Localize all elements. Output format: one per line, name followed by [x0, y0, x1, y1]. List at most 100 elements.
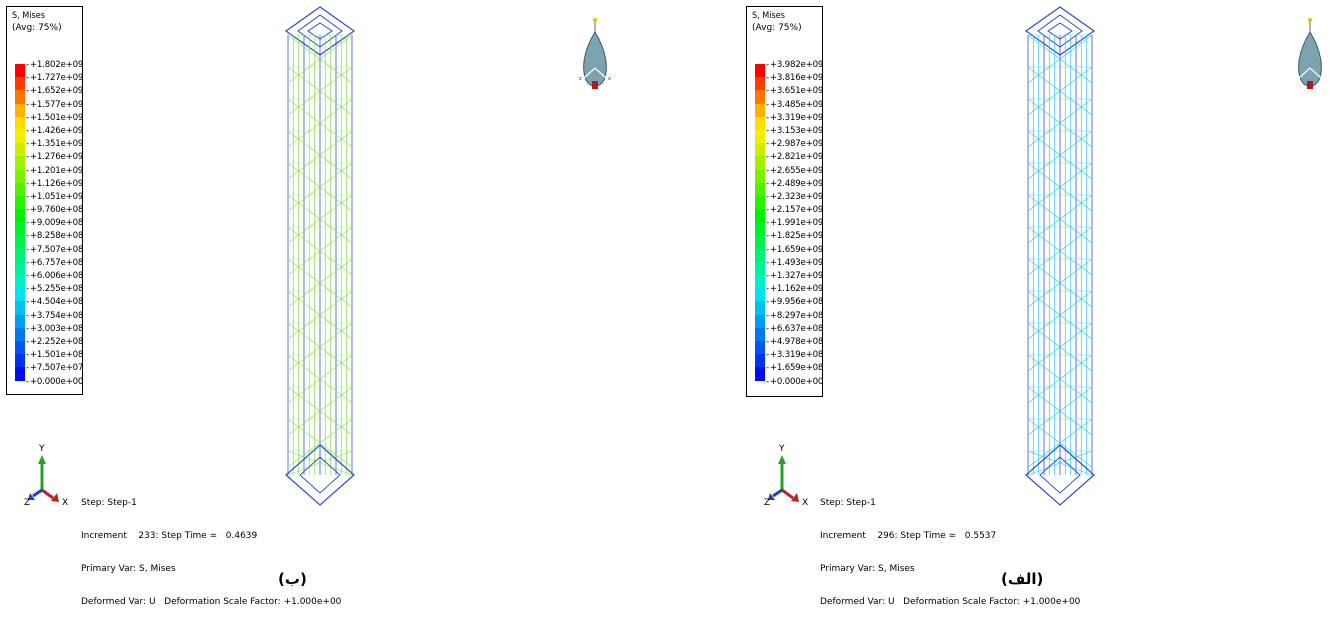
triad-z-label: Z — [764, 498, 771, 508]
color-swatch — [15, 288, 25, 302]
legend-tick: +1.659e+08 — [766, 362, 823, 375]
legend-tick: +1.825e+09 — [766, 230, 823, 243]
panel-alef: S, Mises (Avg: 75%) +3.982e+09+3.816e+09… — [669, 0, 1338, 607]
color-swatch — [15, 169, 25, 183]
legend-tick: +9.956e+08 — [766, 296, 823, 309]
deformed-var-label: Deformed Var: U Deformation Scale Factor… — [81, 597, 342, 607]
color-swatch — [15, 314, 25, 328]
tower-model — [284, 6, 356, 506]
color-swatch — [755, 367, 765, 381]
color-swatch — [755, 64, 765, 78]
legend-tick: +1.802e+09 — [26, 59, 83, 72]
legend-tick: +3.153e+09 — [766, 125, 823, 138]
color-swatch — [755, 314, 765, 328]
color-swatch — [15, 90, 25, 104]
legend-tick: +1.501e+08 — [26, 349, 83, 362]
color-swatch — [15, 77, 25, 91]
legend-tick: +3.982e+09 — [766, 59, 823, 72]
triad-y-label: Y — [779, 444, 785, 454]
legend-tick: +4.978e+08 — [766, 336, 823, 349]
legend-tick: +1.051e+09 — [26, 191, 83, 204]
svg-text:x: x — [608, 76, 611, 82]
step-label: Step: Step-1 — [820, 498, 876, 508]
contour-legend: S, Mises (Avg: 75%) +3.982e+09+3.816e+09… — [746, 6, 823, 397]
legend-subtitle: (Avg: 75%) — [752, 23, 802, 33]
legend-tick: +9.009e+08 — [26, 217, 83, 230]
color-swatch — [755, 301, 765, 315]
legend-tick: +3.754e+08 — [26, 310, 83, 323]
legend-tick: +1.162e+09 — [766, 283, 823, 296]
legend-tick: +1.501e+09 — [26, 112, 83, 125]
contour-legend: S, Mises (Avg: 75%) +1.802e+09+1.727e+09… — [6, 6, 83, 395]
legend-tick: +7.507e+08 — [26, 244, 83, 257]
color-swatch — [755, 182, 765, 196]
color-swatch — [755, 209, 765, 223]
legend-tick: +3.485e+09 — [766, 99, 823, 112]
color-swatch — [755, 169, 765, 183]
primary-var-label: Primary Var: S, Mises — [81, 564, 176, 574]
view-compass-icon[interactable]: z x — [578, 18, 612, 102]
legend-tick: +1.727e+09 — [26, 72, 83, 85]
color-swatch — [15, 301, 25, 315]
legend-tick: +3.816e+09 — [766, 72, 823, 85]
color-swatch — [15, 327, 25, 341]
color-swatch — [15, 222, 25, 236]
figure-caption: (الف) — [1001, 570, 1044, 588]
legend-tick: +3.319e+09 — [766, 112, 823, 125]
color-swatch — [15, 340, 25, 355]
color-swatch — [755, 195, 765, 210]
legend-tick: +4.504e+08 — [26, 296, 83, 309]
legend-tick: +2.157e+09 — [766, 204, 823, 217]
legend-tick: +3.651e+09 — [766, 85, 823, 98]
increment-label: Increment 233: Step Time = 0.4639 — [81, 531, 258, 541]
view-compass-icon[interactable] — [1293, 18, 1327, 102]
color-swatch — [15, 182, 25, 196]
legend-tick: +6.757e+08 — [26, 257, 83, 270]
color-swatch — [15, 129, 25, 144]
color-swatch — [755, 275, 765, 289]
color-swatch — [755, 261, 765, 275]
legend-tick: +7.507e+07 — [26, 362, 83, 375]
triad-y-label: Y — [39, 444, 45, 454]
color-swatch — [755, 77, 765, 91]
legend-tick: +6.006e+08 — [26, 270, 83, 283]
legend-tick: +1.652e+09 — [26, 85, 83, 98]
panel-b: S, Mises (Avg: 75%) +1.802e+09+1.727e+09… — [0, 0, 669, 607]
color-swatch — [15, 248, 25, 262]
color-swatch — [15, 103, 25, 117]
color-swatch — [15, 235, 25, 249]
deformed-var-label: Deformed Var: U Deformation Scale Factor… — [820, 597, 1081, 607]
step-label: Step: Step-1 — [81, 498, 137, 508]
legend-tick: +1.126e+09 — [26, 178, 83, 191]
legend-tick: +1.991e+09 — [766, 217, 823, 230]
triad-x-label: X — [802, 498, 809, 508]
color-swatch — [15, 64, 25, 78]
axis-triad-icon — [768, 455, 799, 502]
legend-tick: +3.319e+08 — [766, 349, 823, 362]
step-info: Step: Step-1 Increment 296: Step Time = … — [820, 476, 1080, 630]
color-swatch — [755, 327, 765, 341]
legend-tick: +1.659e+09 — [766, 244, 823, 257]
legend-tick: +1.426e+09 — [26, 125, 83, 138]
figure-caption: (ب) — [278, 570, 307, 588]
color-swatch — [15, 143, 25, 157]
legend-tick: +2.489e+09 — [766, 178, 823, 191]
legend-title: S, Mises — [12, 11, 45, 21]
legend-tick: +5.255e+08 — [26, 283, 83, 296]
color-swatch — [755, 222, 765, 236]
increment-label: Increment 296: Step Time = 0.5537 — [820, 531, 997, 541]
legend-tick: +2.252e+08 — [26, 336, 83, 349]
color-scale — [15, 64, 25, 381]
legend-tick: +0.000e+00 — [766, 376, 823, 389]
legend-subtitle: (Avg: 75%) — [12, 23, 62, 33]
color-swatch — [755, 129, 765, 144]
legend-tick: +2.987e+09 — [766, 138, 823, 151]
color-swatch — [755, 235, 765, 249]
color-swatch — [15, 209, 25, 223]
color-swatch — [15, 261, 25, 275]
legend-tick: +2.655e+09 — [766, 165, 823, 178]
legend-tick: +0.000e+00 — [26, 376, 83, 389]
legend-ticks: +3.982e+09+3.816e+09+3.651e+09+3.485e+09… — [766, 59, 823, 389]
color-swatch — [755, 90, 765, 104]
legend-tick: +1.327e+09 — [766, 270, 823, 283]
